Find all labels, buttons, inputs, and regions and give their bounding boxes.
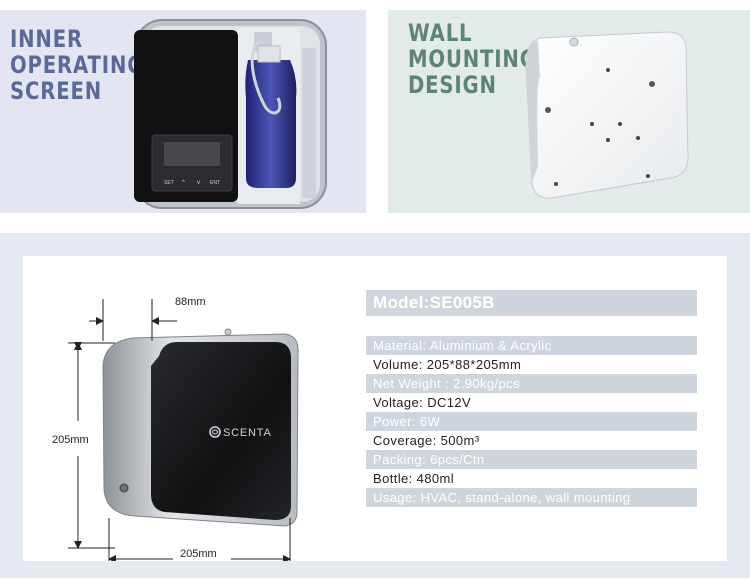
- inner-screen-panel: INNER OPERATING SCREEN SET ^ v ENT: [0, 10, 366, 213]
- wall-mount-panel: WALL MOUNTING DESIGN: [388, 10, 750, 213]
- wall-mount-title: WALL MOUNTING DESIGN: [408, 19, 537, 99]
- inner-device-photo: SET ^ v ENT: [134, 19, 327, 209]
- brand-wordmark: SCENTA: [223, 427, 272, 439]
- wall-device-photo: [525, 31, 689, 199]
- set-button-label: SET: [164, 180, 174, 186]
- spec-row-packing: Packing: 6pcs/Ctn: [366, 450, 697, 469]
- spec-row-power: Power: 6W: [366, 412, 697, 431]
- down-button-label: v: [197, 180, 200, 186]
- spec-row-voltage: Voltage: DC12V: [366, 393, 697, 412]
- width-label: 205mm: [180, 548, 217, 560]
- inner-screen-title: INNER OPERATING SCREEN: [10, 25, 145, 105]
- spec-row-usage: Usage: HVAC, stand-alone, wall mounting: [366, 488, 697, 507]
- dimension-drawing: SCENTA: [68, 299, 299, 561]
- device-front-glass: [151, 342, 291, 520]
- spec-table: Model:SE005B Material: Aluminium & Acryl…: [366, 290, 697, 507]
- spec-row-bottle: Bottle: 480ml: [366, 469, 697, 488]
- up-button-label: ^: [182, 180, 185, 186]
- brand-logo-icon: [209, 426, 221, 438]
- spec-row-material: Material: Aluminium & Acrylic: [366, 336, 697, 355]
- spec-row-coverage: Coverage: 500m³: [366, 431, 697, 450]
- spec-row-net-weight: Net Weight : 2.90kg/pcs: [366, 374, 697, 393]
- ent-button-label: ENT: [210, 180, 220, 186]
- lcd-display: [164, 142, 220, 166]
- model-heading: Model:SE005B: [366, 290, 697, 316]
- depth-label: 88mm: [175, 296, 206, 308]
- height-label: 205mm: [52, 434, 89, 446]
- spec-row-volume: Volume: 205*88*205mm: [366, 355, 697, 374]
